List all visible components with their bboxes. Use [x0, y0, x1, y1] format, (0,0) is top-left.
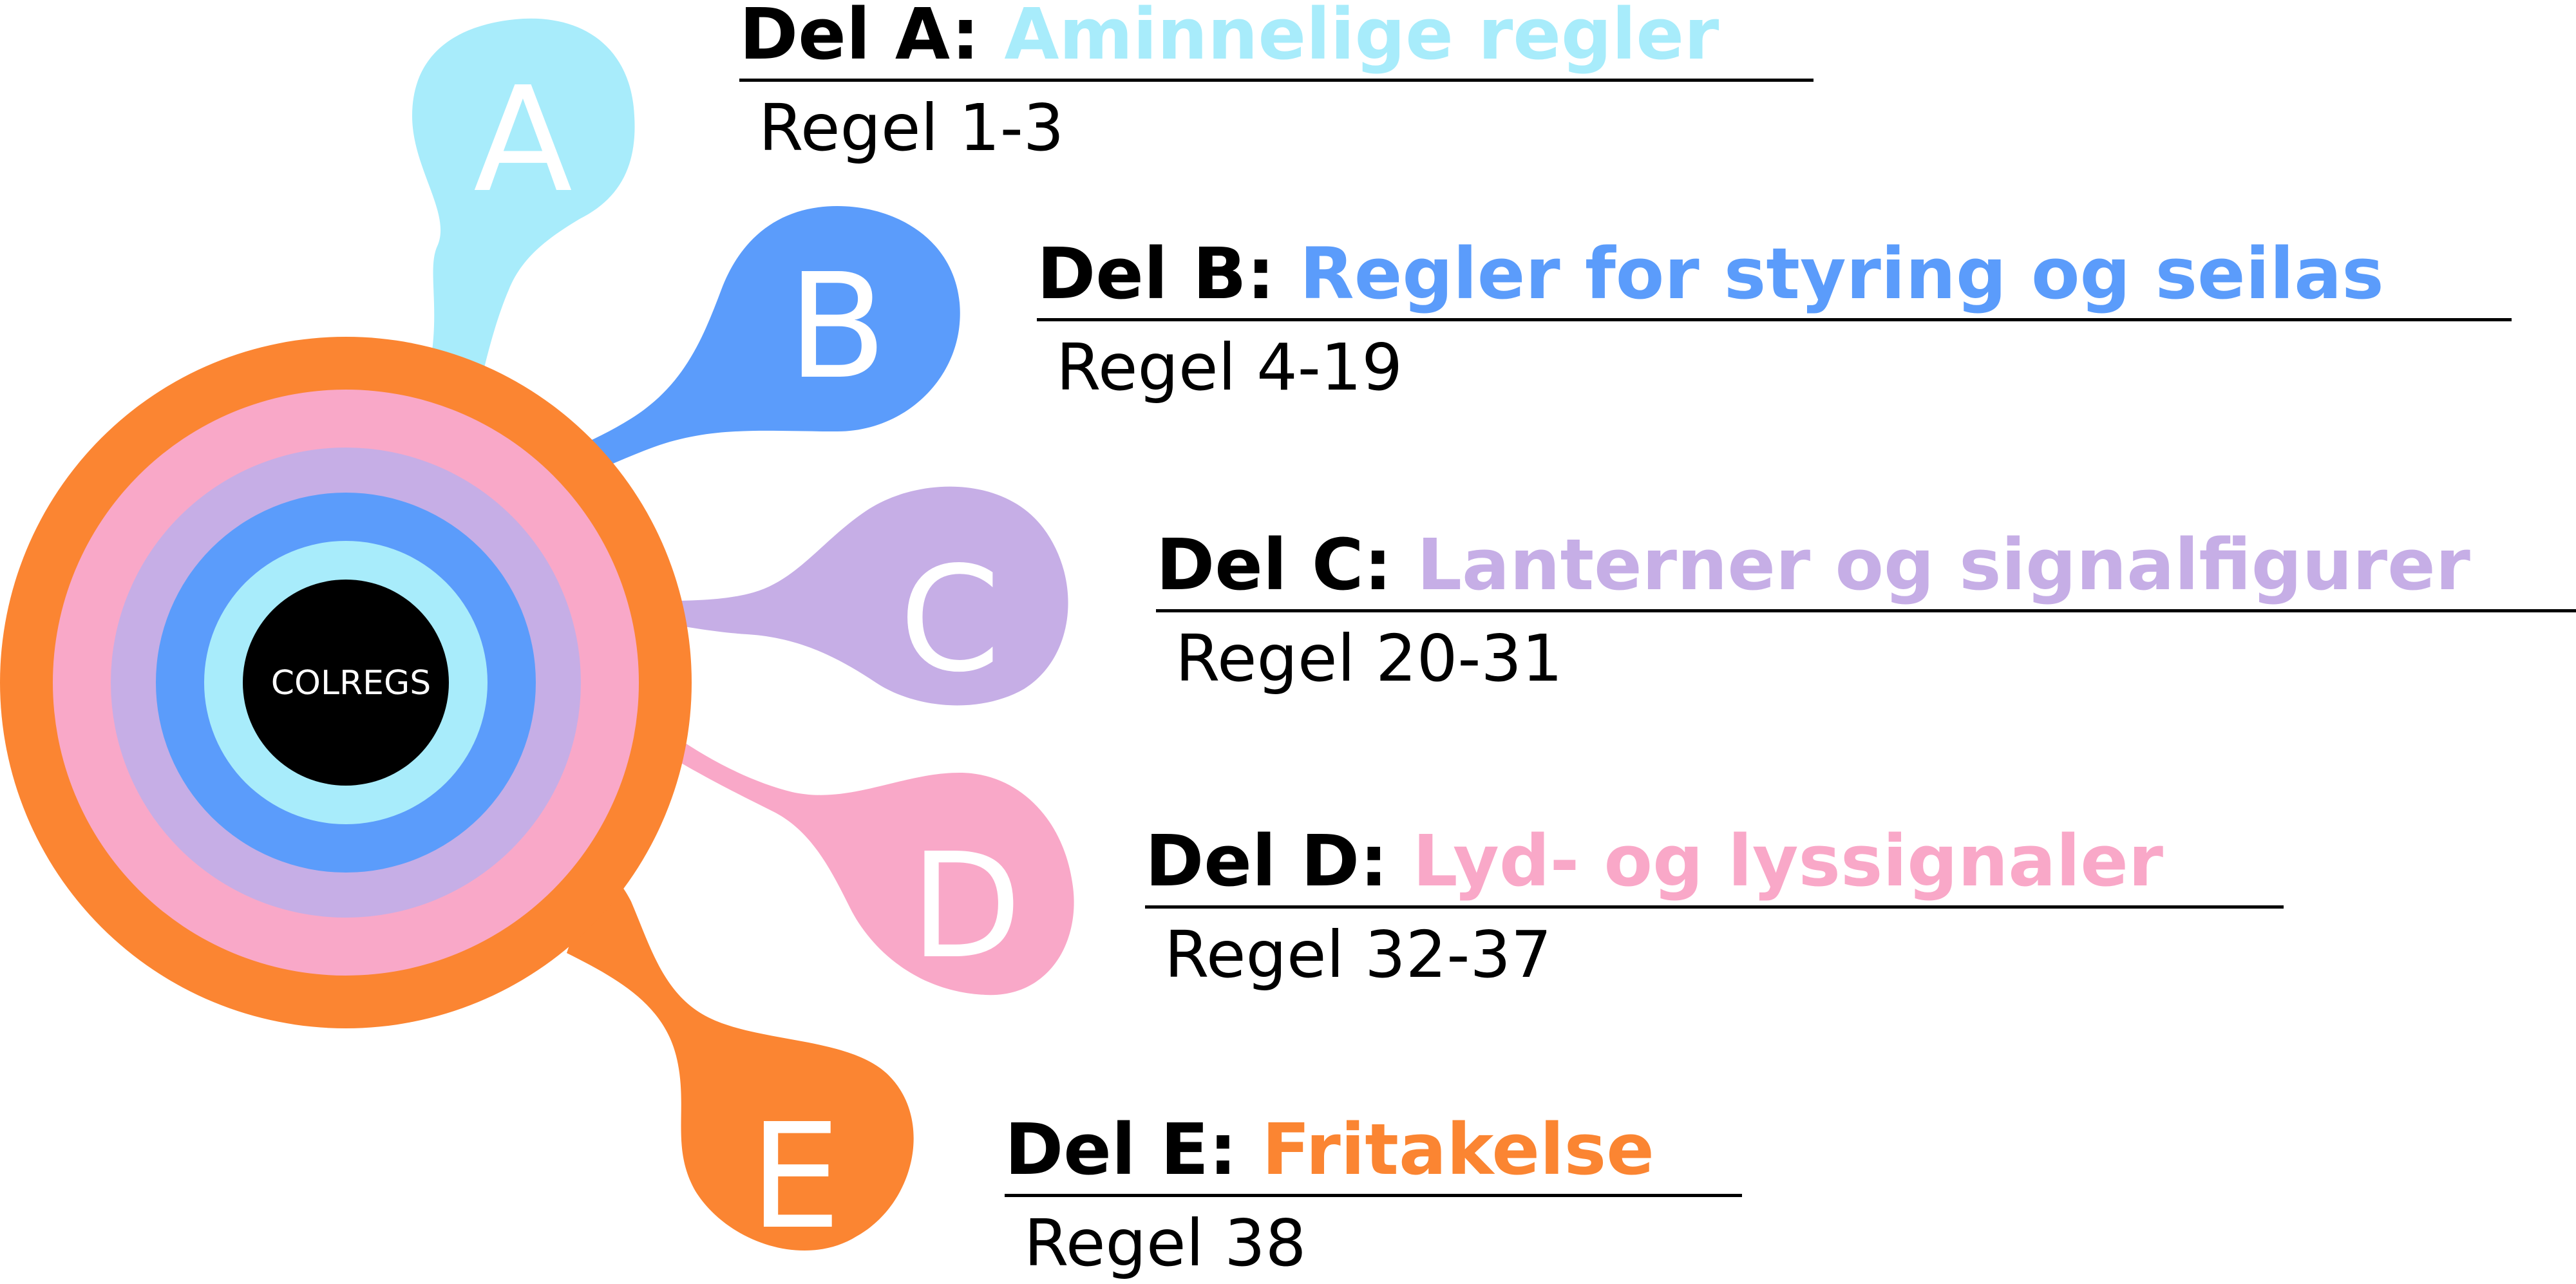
tentacle-e — [567, 873, 914, 1251]
part-a-title: Del A: Aminnelige regler — [739, 0, 1814, 70]
letter-e: E — [750, 1093, 841, 1261]
part-e-title: Del E: Fritakelse — [1005, 1114, 1742, 1185]
part-d-rule — [1145, 905, 2284, 909]
part-c-range: Regel 20-31 — [1175, 621, 1563, 696]
part-e-prefix: Del E: — [1005, 1108, 1238, 1191]
part-a-name: Aminnelige regler — [1004, 0, 1719, 75]
letter-c: C — [899, 536, 1000, 704]
part-c-name: Lanterner og signalfigurer — [1416, 524, 2470, 606]
part-d-block: Del D: Lyd- og lyssignaler Regel 32-37 — [1145, 826, 2284, 987]
tentacle-d — [605, 702, 1074, 996]
center-hub — [243, 580, 449, 786]
part-c-prefix: Del C: — [1156, 524, 1392, 606]
part-b-name: Regler for styring og seilas — [1300, 232, 2384, 315]
part-a-block: Del A: Aminnelige regler Regel 1-3 — [739, 0, 1814, 160]
part-d-name: Lyd- og lyssignaler — [1412, 820, 2164, 902]
tentacle-c — [567, 486, 1068, 706]
part-e-range: Regel 38 — [1024, 1205, 1307, 1281]
part-a-range: Regel 1-3 — [759, 90, 1065, 165]
part-e-rule — [1005, 1194, 1742, 1197]
part-b-range: Regel 4-19 — [1056, 330, 1403, 405]
part-c-title: Del C: Lanterner og signalfigurer — [1156, 529, 2576, 600]
part-b-block: Del B: Regler for styring og seilas Rege… — [1037, 238, 2512, 400]
part-e-name: Fritakelse — [1262, 1108, 1654, 1191]
center-label: COLREGS — [271, 664, 431, 703]
part-d-prefix: Del D: — [1145, 820, 1388, 902]
letter-b: B — [788, 243, 887, 411]
part-e-block: Del E: Fritakelse Regel 38 — [1005, 1114, 1742, 1276]
letter-a: A — [473, 56, 573, 225]
part-d-range: Regel 32-37 — [1164, 917, 1552, 992]
letter-d: D — [910, 822, 1021, 991]
part-b-prefix: Del B: — [1037, 232, 1275, 315]
part-c-block: Del C: Lanterner og signalfigurer Regel … — [1156, 529, 2576, 691]
part-d-title: Del D: Lyd- og lyssignaler — [1145, 826, 2284, 896]
part-a-rule — [739, 79, 1814, 82]
part-b-rule — [1037, 318, 2512, 321]
part-a-prefix: Del A: — [739, 0, 980, 75]
part-c-rule — [1156, 609, 2576, 612]
part-b-title: Del B: Regler for styring og seilas — [1037, 238, 2512, 309]
